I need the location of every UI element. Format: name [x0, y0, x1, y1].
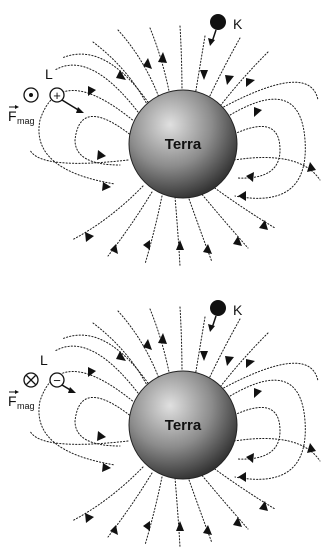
field-arrowheads — [85, 333, 316, 535]
particle-l-negative-charge: − — [49, 372, 76, 393]
force-out-of-page-icon — [23, 87, 39, 103]
particle-l-label: L — [45, 66, 53, 82]
panel-1: Terra K L + F mag — [8, 14, 321, 267]
earth-label: Terra — [165, 417, 202, 434]
force-label: F mag — [8, 390, 35, 411]
particle-k — [208, 300, 226, 332]
particle-l-label: L — [40, 352, 48, 368]
earth-label: Terra — [165, 136, 202, 153]
particle-l-charge-sign: + — [53, 88, 61, 103]
force-label-main: F — [8, 108, 17, 124]
field-lines — [29, 25, 321, 267]
particle-k-label: K — [233, 16, 243, 32]
field-arrowheads — [85, 52, 316, 254]
particle-k — [208, 14, 226, 46]
earth-globe — [128, 370, 238, 480]
force-label: F mag — [8, 105, 35, 126]
field-lines — [29, 306, 321, 548]
force-into-page-icon — [23, 372, 39, 388]
force-label-main: F — [8, 393, 17, 409]
earth-globe — [128, 89, 238, 199]
particle-l-positive-charge: + — [49, 87, 84, 113]
force-label-sub: mag — [17, 116, 35, 126]
particle-k-label: K — [233, 302, 243, 318]
force-label-sub: mag — [17, 401, 35, 411]
panel-2: Terra K L − F mag — [8, 300, 321, 548]
particle-l-charge-sign: − — [53, 373, 61, 388]
